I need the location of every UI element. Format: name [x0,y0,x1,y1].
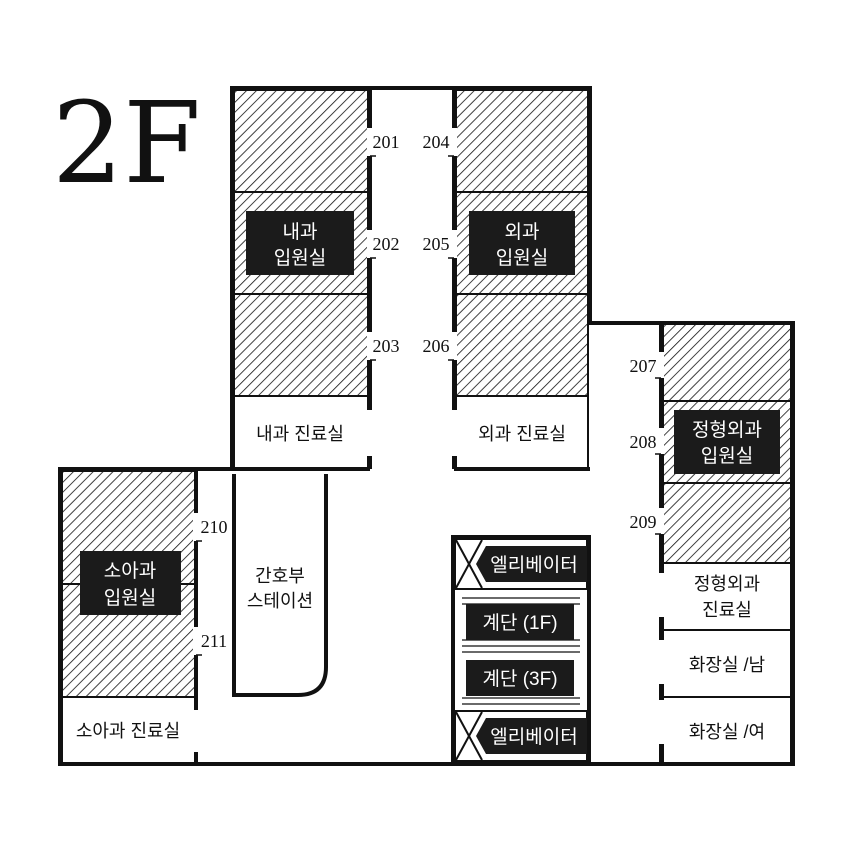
stairs-down-label: 계단 (3F) [482,668,557,690]
room-number-202: 202 [373,234,400,254]
internal-medicine-wing: 내과 입원실 내과 진료실 [233,89,369,471]
room-209[interactable] [662,482,792,564]
room-206[interactable] [455,293,589,397]
room-number-204: 204 [423,132,450,152]
room-number-211: 211 [201,631,227,651]
nurse-station[interactable]: 간호부 스테이션 [232,474,328,697]
room-number-207: 207 [630,356,657,376]
internal-clinic-label: 내과 진료실 [256,424,344,444]
pediatric-ward-label-line2: 입원실 [104,587,156,609]
floor-label: 2F [52,79,201,209]
nurse-station-label-line2: 스테이션 [247,591,313,611]
pediatric-ward-label-line1: 소아과 [104,560,156,582]
door-gaps [193,128,664,752]
stairs[interactable]: 계단 (1F) 계단 (3F) [456,591,586,711]
internal-ward-label-line2: 입원실 [274,247,326,269]
room-number-210: 210 [201,517,228,537]
pediatric-clinic-label: 소아과 진료실 [76,721,180,741]
core-elevators-stairs: 엘리베이터 계단 (1F) 계단 (3F) 엘리베이터 [451,535,591,765]
internal-ward-label-line1: 내과 [283,221,318,243]
room-201[interactable] [233,89,369,193]
elevator-bottom[interactable]: 엘리베이터 [454,710,588,762]
surgery-ward-label-line1: 외과 [505,221,540,243]
elevator-top[interactable]: 엘리베이터 [454,538,588,590]
elevator-bottom-label: 엘리베이터 [490,726,577,748]
room-number-209: 209 [630,512,657,532]
room-number-205: 205 [423,234,450,254]
ortho-clinic-label-line2: 진료실 [702,600,752,620]
stairs-up-label: 계단 (1F) [482,612,557,634]
ortho-ward-label-box [674,410,780,474]
room-number-206: 206 [423,336,450,356]
room-number-203: 203 [373,336,400,356]
ortho-ward-label-line2: 입원실 [701,445,753,467]
restroom-women-label: 화장실 /여 [689,722,765,742]
room-207[interactable] [662,322,792,402]
room-204[interactable] [455,89,589,193]
ortho-ward-label-line1: 정형외과 [692,419,762,441]
pediatrics-wing: 소아과 입원실 소아과 진료실 [61,470,196,765]
elevator-top-label: 엘리베이터 [490,554,577,576]
nurse-station-label-line1: 간호부 [255,566,305,586]
surgery-ward-label-line2: 입원실 [496,247,548,269]
surgery-wing: 외과 입원실 외과 진료실 [455,89,589,471]
room-number-208: 208 [630,432,657,452]
room-203[interactable] [233,293,369,397]
orthopedics-wing: 정형외과 입원실 정형외과 진료실 화장실 /남 화장실 /여 [662,322,792,765]
room-number-201: 201 [373,132,400,152]
pediatric-ward-label-box [80,551,181,615]
outer-wall [58,86,795,766]
internal-ward-label-box [246,211,354,275]
surgery-ward-label-box [469,211,575,275]
ortho-clinic-label-line1: 정형외과 [694,574,760,594]
restroom-men-label: 화장실 /남 [689,655,765,675]
surgery-clinic-label: 외과 진료실 [478,424,566,444]
